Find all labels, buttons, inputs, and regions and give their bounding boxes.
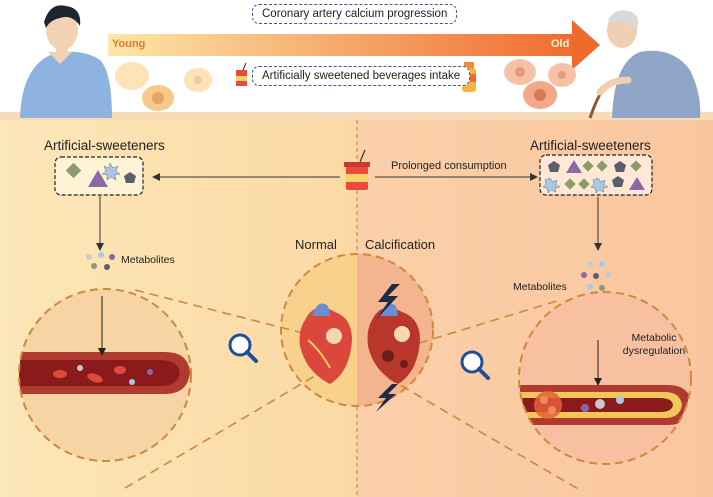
- young-man-illustration: [20, 5, 112, 118]
- magnifier-icon-right: [460, 350, 490, 380]
- left-sweeteners-heading: Artificial-sweeteners: [44, 138, 165, 153]
- calcification-label: Calcification: [365, 237, 436, 252]
- age-arrow: [108, 20, 600, 70]
- healthy-artery-circle: [18, 288, 192, 462]
- lightning-icon-top: [376, 284, 400, 320]
- old-cells: [504, 59, 576, 109]
- old-man-illustration: [588, 10, 701, 119]
- lightning-icon-bottom: [376, 384, 398, 412]
- left-metabolites-label: Metabolites: [121, 254, 175, 266]
- young-label: Young: [112, 38, 146, 50]
- old-label: Old: [551, 38, 570, 50]
- title-box: Coronary artery calcium progression: [252, 4, 458, 24]
- calcified-heart-icon: [367, 303, 420, 384]
- calcified-artery-circle: [518, 291, 692, 465]
- left-metabolite-dots: [86, 252, 115, 270]
- connector-lines: [124, 289, 581, 491]
- young-cells: [115, 62, 212, 111]
- right-sweeteners-heading: Artificial-sweeteners: [530, 138, 651, 153]
- normal-heart-icon: [299, 303, 352, 384]
- right-metabolites-label: Metabolites: [513, 281, 567, 293]
- metabolic-dysregulation-label: Metabolic dysregulation: [622, 332, 686, 357]
- normal-label: Normal: [295, 237, 337, 252]
- prolonged-consumption-label: Prolonged consumption: [391, 160, 507, 172]
- beverage-box: Artificially sweetened beverages intake: [252, 66, 471, 86]
- cup-icon-top: [236, 62, 247, 86]
- cup-icon-center: [344, 149, 370, 190]
- magnifier-icon-left: [228, 333, 258, 363]
